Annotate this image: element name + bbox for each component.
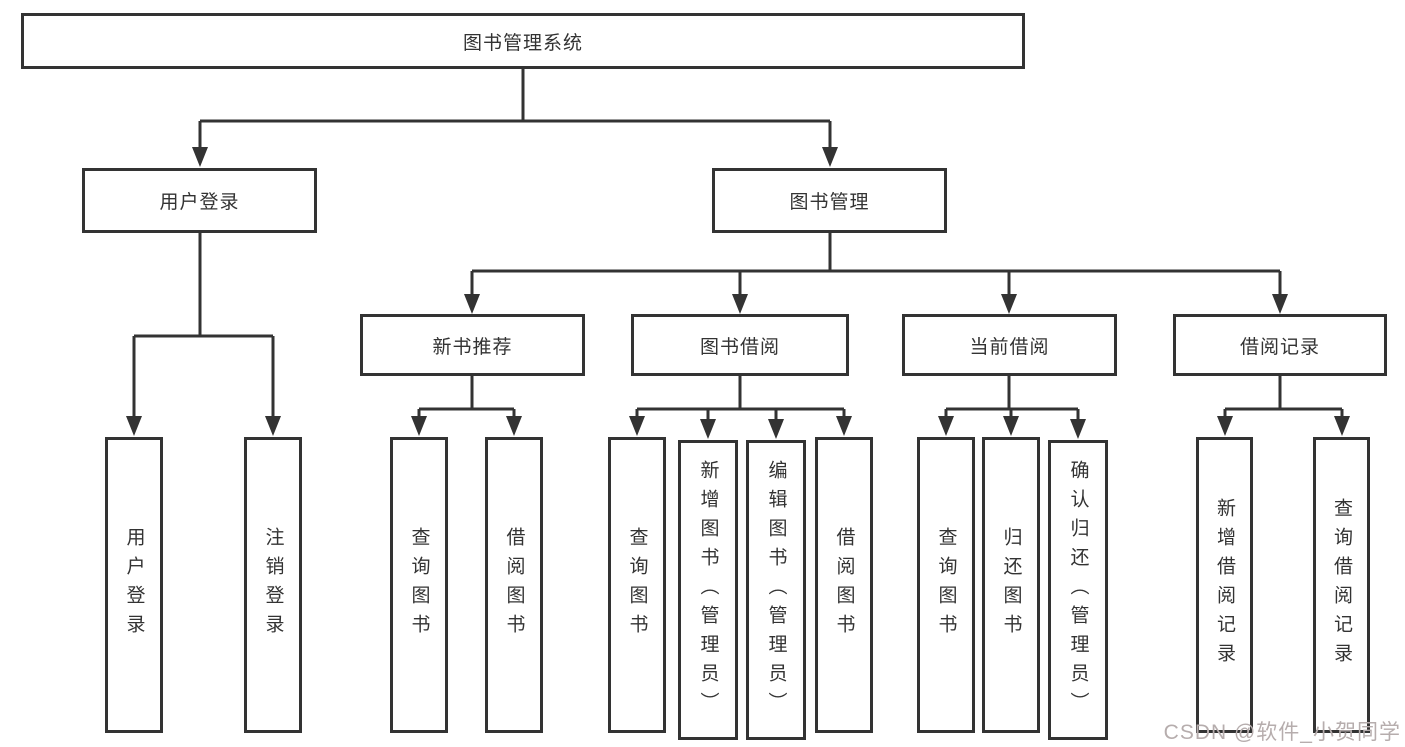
leaf-record-query-borrow-record: 查询借阅记录 <box>1313 437 1370 733</box>
leaf-record-add-borrow-record: 新增借阅记录 <box>1196 437 1253 733</box>
node-new-book-recommend: 新书推荐 <box>360 314 585 376</box>
node-current-borrow: 当前借阅 <box>902 314 1117 376</box>
leaf-borrow-query-book: 查询图书 <box>608 437 666 733</box>
leaf-borrow-edit-book-admin: 编辑图书（管理员） <box>746 440 806 740</box>
leaf-current-return-book: 归还图书 <box>982 437 1040 733</box>
leaf-newbook-borrow-book: 借阅图书 <box>485 437 543 733</box>
leaf-borrow-borrow-book: 借阅图书 <box>815 437 873 733</box>
leaf-current-confirm-return-admin: 确认归还（管理员） <box>1048 440 1108 740</box>
leaf-current-query-book: 查询图书 <box>917 437 975 733</box>
node-borrow-record: 借阅记录 <box>1173 314 1387 376</box>
leaf-user-login: 用户登录 <box>105 437 163 733</box>
node-book-borrow: 图书借阅 <box>631 314 849 376</box>
leaf-logout-login: 注销登录 <box>244 437 302 733</box>
node-root-system: 图书管理系统 <box>21 13 1025 69</box>
node-user-login: 用户登录 <box>82 168 317 233</box>
leaf-newbook-query-book: 查询图书 <box>390 437 448 733</box>
csdn-watermark: CSDN @软件_小贺同学 <box>1163 721 1401 744</box>
node-book-management: 图书管理 <box>712 168 947 233</box>
leaf-borrow-add-book-admin: 新增图书（管理员） <box>678 440 738 740</box>
arrowheads <box>126 147 1350 439</box>
